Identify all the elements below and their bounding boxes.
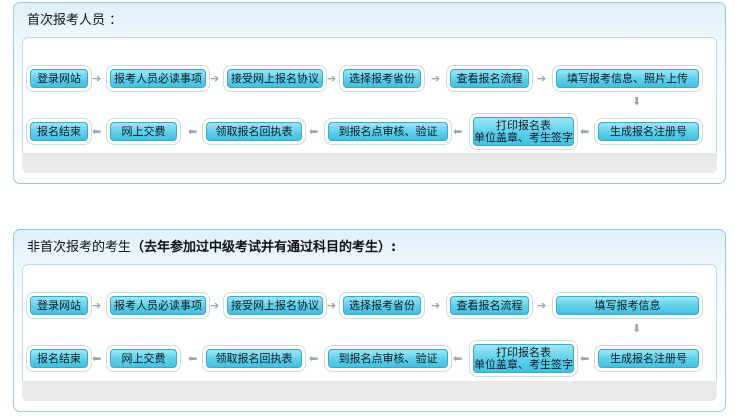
- step-view-process[interactable]: 查看报名流程: [450, 69, 529, 88]
- step-fill-info[interactable]: 填写报考信息、照片上传: [556, 69, 699, 88]
- step-finish[interactable]: 报名结束: [30, 122, 88, 141]
- step-print-form[interactable]: 打印报名表 单位盖章、考生签字: [473, 117, 574, 146]
- section-title: 首次报考人员 ：: [27, 13, 123, 28]
- step-login-website[interactable]: 登录网站: [30, 296, 88, 315]
- flow-box-floor: [22, 153, 717, 173]
- arrow-left-icon: ⬅: [92, 352, 102, 365]
- arrow-left-icon: ⬅: [309, 125, 319, 138]
- step-login-website[interactable]: 登录网站: [30, 69, 88, 88]
- flow-box: [22, 264, 717, 401]
- step-print-form-line2: 单位盖章、考生签字: [474, 131, 573, 144]
- step-online-payment[interactable]: 网上交费: [110, 349, 177, 368]
- step-onsite-verification[interactable]: 到报名点审核、验证: [328, 349, 448, 368]
- arrow-left-icon: ⬅: [92, 125, 102, 138]
- flow-box-floor: [22, 381, 717, 401]
- arrow-left-icon: ⬅: [188, 125, 198, 138]
- step-print-form[interactable]: 打印报名表 单位盖章、考生签字: [473, 344, 574, 373]
- step-generate-number[interactable]: 生成报名注册号: [598, 349, 699, 368]
- arrow-right-icon: ➔: [537, 299, 547, 312]
- step-read-notice[interactable]: 报考人员必读事项: [110, 296, 206, 315]
- step-read-notice[interactable]: 报考人员必读事项: [110, 69, 206, 88]
- arrow-right-icon: ➔: [327, 299, 337, 312]
- arrow-right-icon: ➔: [431, 72, 441, 85]
- arrow-right-icon: ➔: [537, 72, 547, 85]
- arrow-left-icon: ⬅: [580, 125, 590, 138]
- step-receipt[interactable]: 领取报名回执表: [206, 122, 302, 141]
- section-title-note: （去年参加过中级考试并有通过科目的考生）:: [131, 240, 397, 255]
- section-heading: 非首次报考的考生（去年参加过中级考试并有通过科目的考生）:: [27, 236, 396, 255]
- step-finish[interactable]: 报名结束: [30, 349, 88, 368]
- step-accept-agreement[interactable]: 接受网上报名协议: [227, 69, 323, 88]
- arrow-left-icon: ⬅: [188, 352, 198, 365]
- arrow-left-icon: ⬅: [309, 352, 319, 365]
- arrow-left-icon: ⬅: [453, 352, 463, 365]
- flow-box: [22, 37, 717, 173]
- step-fill-info[interactable]: 填写报考信息: [556, 296, 699, 315]
- step-select-province[interactable]: 选择报考省份: [343, 69, 421, 88]
- step-print-form-line1: 打印报名表: [496, 119, 551, 132]
- first-time-applicants-panel: 首次报考人员 ：: [13, 2, 726, 184]
- arrow-down-icon: ⬇: [632, 95, 642, 108]
- step-select-province[interactable]: 选择报考省份: [343, 296, 421, 315]
- arrow-right-icon: ➔: [431, 299, 441, 312]
- step-accept-agreement[interactable]: 接受网上报名协议: [227, 296, 323, 315]
- arrow-right-icon: ➔: [210, 299, 220, 312]
- step-view-process[interactable]: 查看报名流程: [450, 296, 529, 315]
- step-print-form-line2: 单位盖章、考生签字: [474, 358, 573, 371]
- arrow-down-icon: ⬇: [632, 322, 642, 335]
- returning-applicants-panel: 非首次报考的考生（去年参加过中级考试并有通过科目的考生）:: [13, 229, 726, 412]
- arrow-left-icon: ⬅: [453, 125, 463, 138]
- arrow-right-icon: ➔: [327, 72, 337, 85]
- step-receipt[interactable]: 领取报名回执表: [206, 349, 302, 368]
- step-onsite-verification[interactable]: 到报名点审核、验证: [328, 122, 448, 141]
- step-print-form-line1: 打印报名表: [496, 346, 551, 359]
- arrow-right-icon: ➔: [210, 72, 220, 85]
- step-generate-number[interactable]: 生成报名注册号: [598, 122, 699, 141]
- arrow-right-icon: ➔: [92, 299, 102, 312]
- arrow-left-icon: ⬅: [580, 352, 590, 365]
- step-online-payment[interactable]: 网上交费: [110, 122, 177, 141]
- section-heading: 首次报考人员 ：: [27, 9, 122, 28]
- arrow-right-icon: ➔: [92, 72, 102, 85]
- section-title: 非首次报考的考生: [27, 240, 132, 255]
